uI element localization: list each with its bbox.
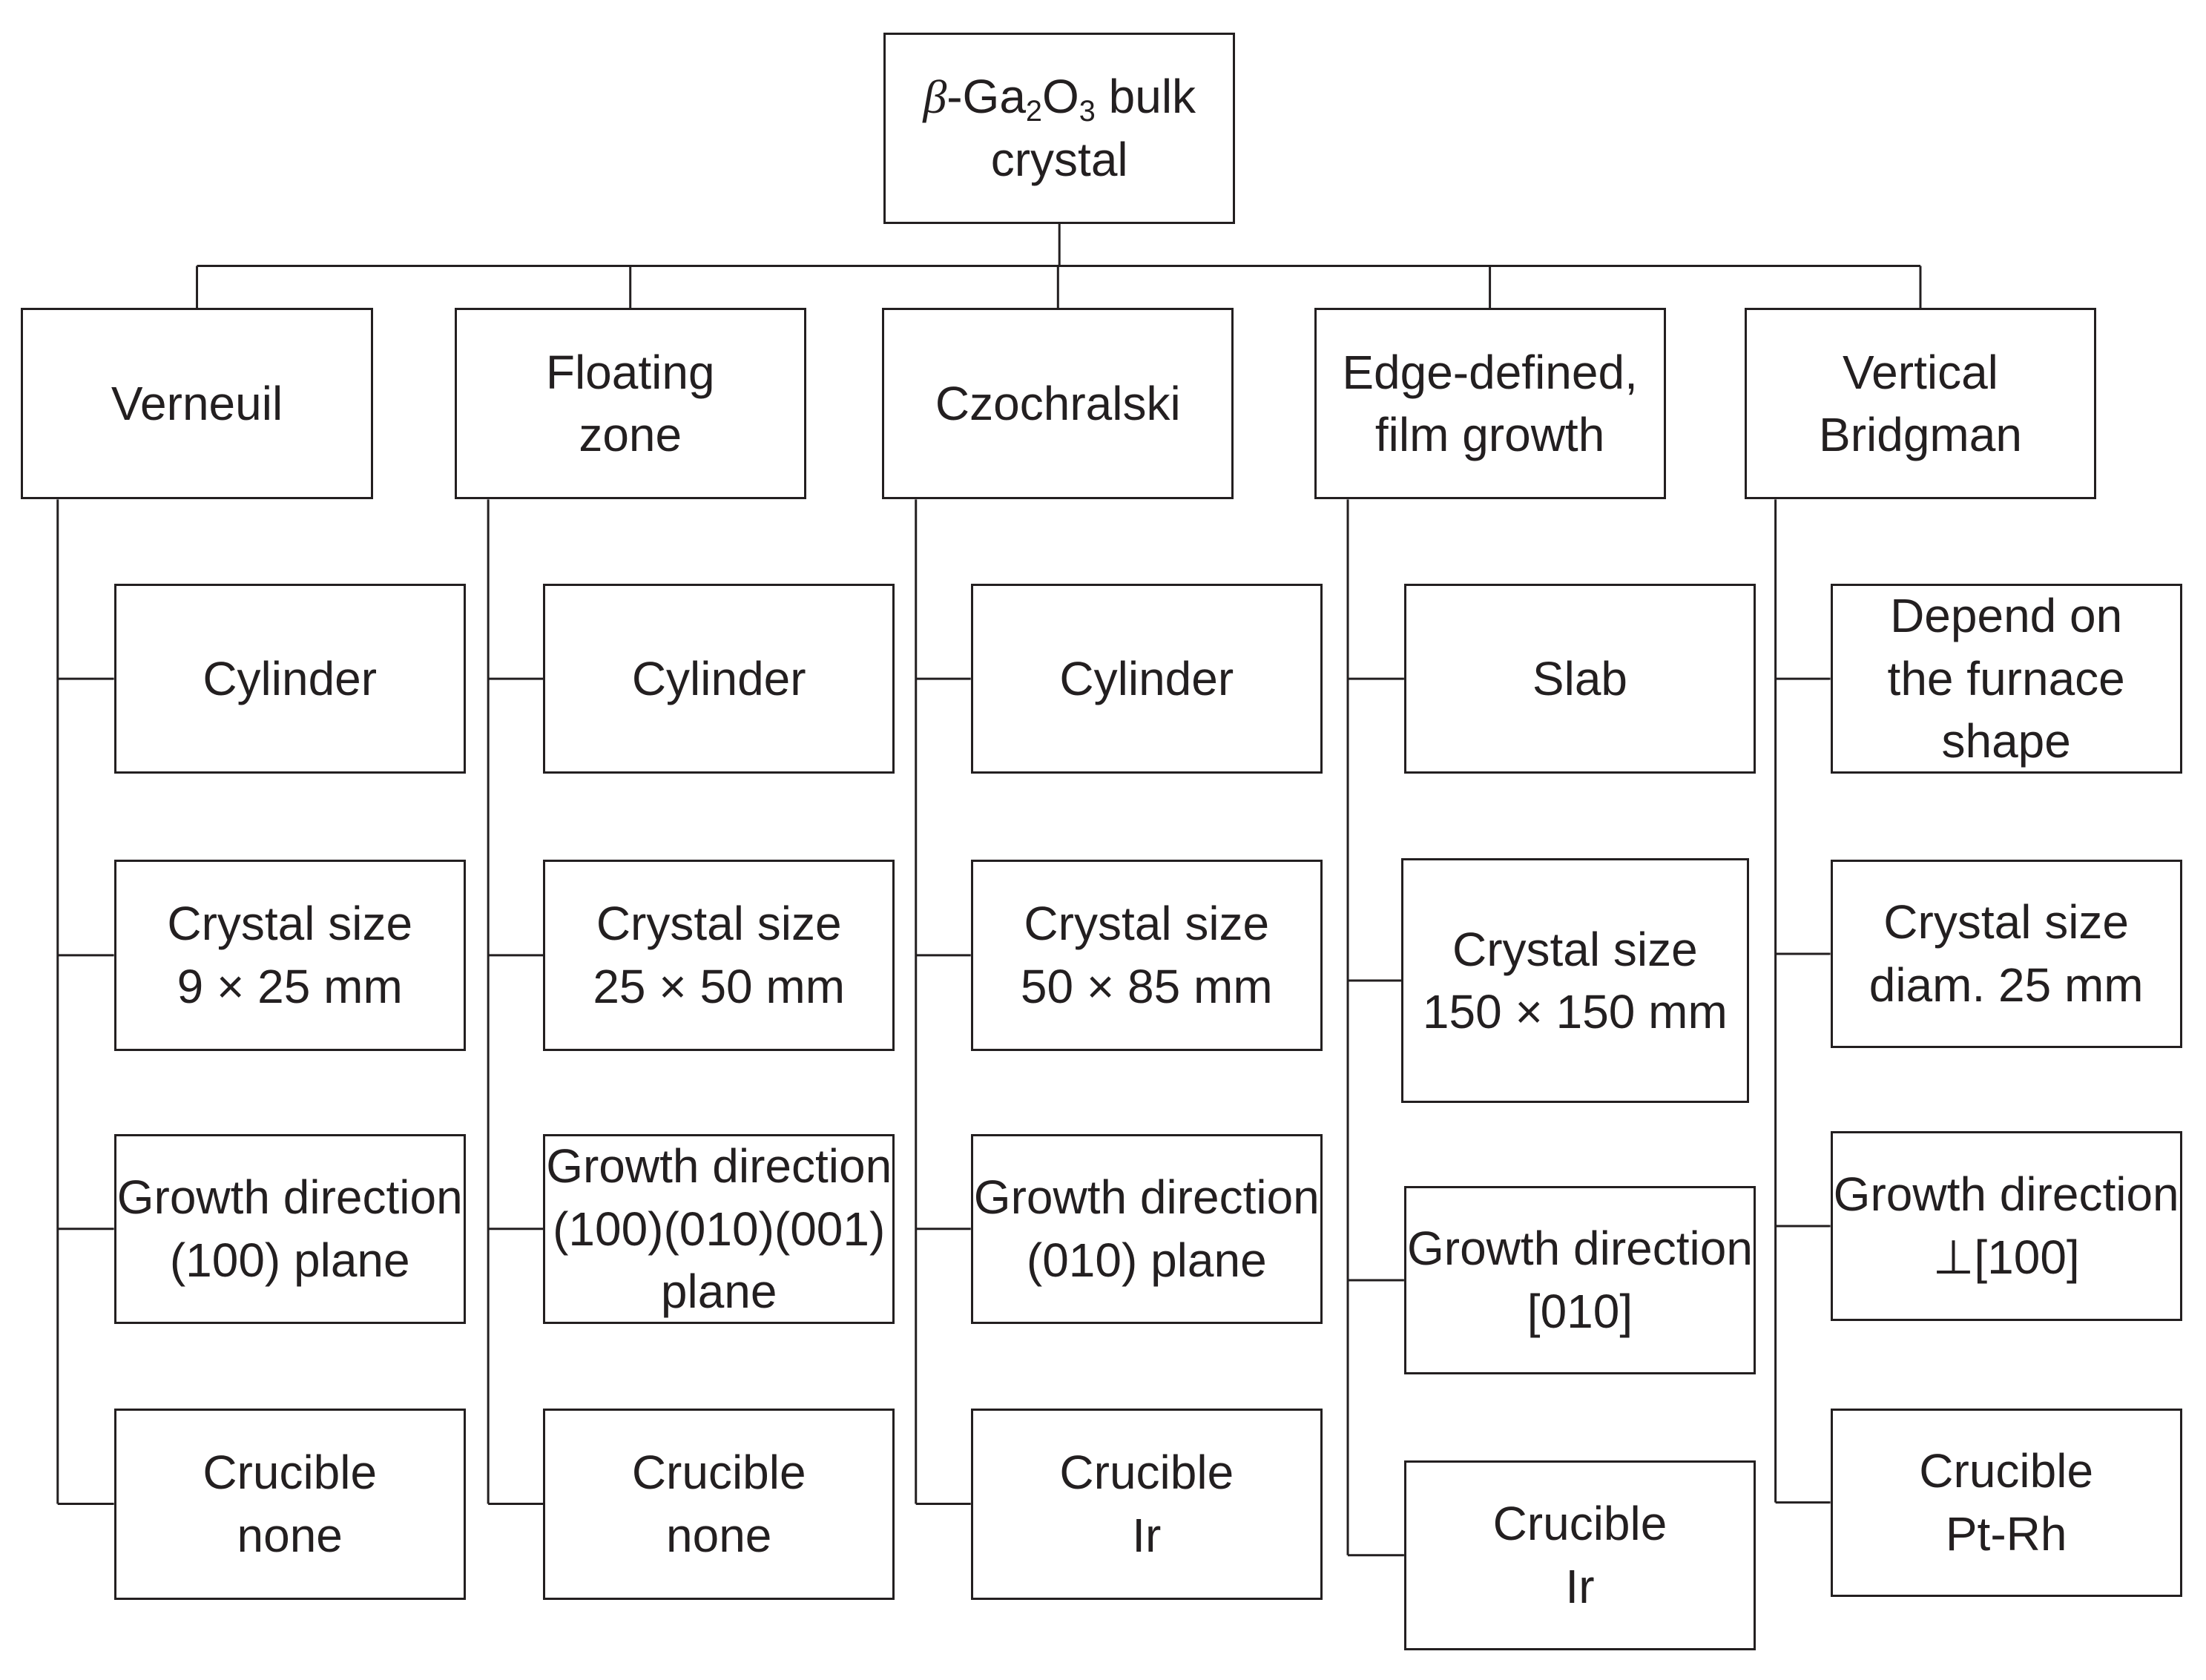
beta-symbol: β <box>923 70 947 123</box>
shape-box: Depend on the furnace shape <box>1830 584 2182 774</box>
shape-box: Cylinder <box>970 584 1323 774</box>
crystal-size-box: Crystal size diam. 25 mm <box>1830 859 2182 1048</box>
root-node-bulk-crystal: β-Ga2O3 bulk crystal <box>883 32 1236 224</box>
prop-line: Growth direction <box>973 1170 1320 1225</box>
prop-line: Growth direction <box>1406 1222 1753 1276</box>
shape-box: Cylinder <box>543 584 895 774</box>
crucible-box: Crucible none <box>113 1408 466 1600</box>
prop-line: Depend on <box>1890 589 2123 643</box>
prop-line: Growth direction <box>1833 1167 2179 1222</box>
prop-line: (100) plane <box>169 1233 410 1287</box>
prop-line: shape <box>1941 714 2071 768</box>
prop-line: 25 × 50 mm <box>593 959 846 1013</box>
growth-direction-box: Growth direction (100)(010)(001) plane <box>543 1133 895 1324</box>
prop-line: Ir <box>1132 1508 1162 1562</box>
prop-line: Ir <box>1565 1559 1595 1613</box>
prop-line: plane <box>660 1264 777 1318</box>
prop-line: Crystal size <box>1883 895 2130 949</box>
crucible-box: Crucible none <box>543 1408 895 1600</box>
root-label-line2: crystal <box>990 133 1128 187</box>
method-floating-zone: Floating zone <box>454 308 806 500</box>
prop-line: none <box>666 1508 772 1562</box>
method-label: film growth <box>1374 408 1605 462</box>
prop-line: Cylinder <box>1059 651 1234 705</box>
prop-line: [010] <box>1527 1284 1633 1338</box>
method-label: Vertical <box>1843 345 1998 399</box>
method-verneuil: Verneuil <box>21 308 373 500</box>
method-label: Bridgman <box>1819 408 2022 462</box>
prop-line: Growth direction <box>546 1139 892 1193</box>
prop-line: Crucible <box>203 1446 378 1500</box>
prop-line: (010) plane <box>1026 1233 1267 1287</box>
growth-direction-box: Growth direction (010) plane <box>970 1133 1323 1324</box>
prop-line: Crucible <box>1919 1444 2094 1498</box>
crystal-size-box: Crystal size 150 × 150 mm <box>1401 857 1749 1103</box>
root-label-line1: β-Ga2O3 bulk <box>923 69 1196 128</box>
method-label: Verneuil <box>111 377 283 431</box>
prop-line: 50 × 85 mm <box>1020 959 1273 1013</box>
method-label: Edge-defined, <box>1342 345 1638 399</box>
prop-line: 150 × 150 mm <box>1422 984 1728 1038</box>
method-label: Floating <box>545 345 715 399</box>
method-czochralski: Czochralski <box>882 308 1234 500</box>
crucible-box: Crucible Ir <box>1403 1460 1756 1650</box>
prop-line: Crucible <box>1059 1446 1234 1500</box>
prop-line: none <box>237 1508 343 1562</box>
prop-line: (100)(010)(001) <box>553 1202 886 1256</box>
growth-direction-box: Growth direction [010] <box>1403 1185 1756 1375</box>
prop-line: Crystal size <box>596 897 842 951</box>
prop-line: Cylinder <box>203 651 378 705</box>
method-label: zone <box>579 408 682 462</box>
prop-line: Slab <box>1532 651 1627 705</box>
prop-line: 9 × 25 mm <box>177 959 403 1013</box>
prop-line: the furnace <box>1887 651 2125 705</box>
prop-line: Cylinder <box>631 651 806 705</box>
crystal-size-box: Crystal size 25 × 50 mm <box>543 859 895 1051</box>
prop-line: diam. 25 mm <box>1868 958 2144 1012</box>
prop-line: Pt-Rh <box>1945 1506 2067 1561</box>
shape-box: Slab <box>1403 584 1756 774</box>
prop-line: Crystal size <box>1024 897 1270 951</box>
prop-line: ⊥[100] <box>1932 1230 2080 1284</box>
method-label: Czochralski <box>935 377 1181 431</box>
prop-line: Crystal size <box>167 897 413 951</box>
crucible-box: Crucible Ir <box>970 1408 1323 1600</box>
prop-line: Crucible <box>1492 1497 1667 1551</box>
prop-line: Crystal size <box>1452 922 1698 976</box>
prop-line: Growth direction <box>116 1170 463 1225</box>
shape-box: Cylinder <box>113 584 466 774</box>
crystal-size-box: Crystal size 9 × 25 mm <box>113 859 466 1051</box>
method-vertical-bridgman: Vertical Bridgman <box>1744 308 2097 500</box>
growth-direction-box: Growth direction (100) plane <box>113 1133 466 1324</box>
crucible-box: Crucible Pt-Rh <box>1830 1408 2182 1597</box>
crystal-size-box: Crystal size 50 × 85 mm <box>970 859 1323 1051</box>
method-edge-defined-film-growth: Edge-defined, film growth <box>1314 308 1666 500</box>
prop-line: Crucible <box>631 1446 806 1500</box>
growth-direction-box: Growth direction ⊥[100] <box>1830 1130 2182 1321</box>
